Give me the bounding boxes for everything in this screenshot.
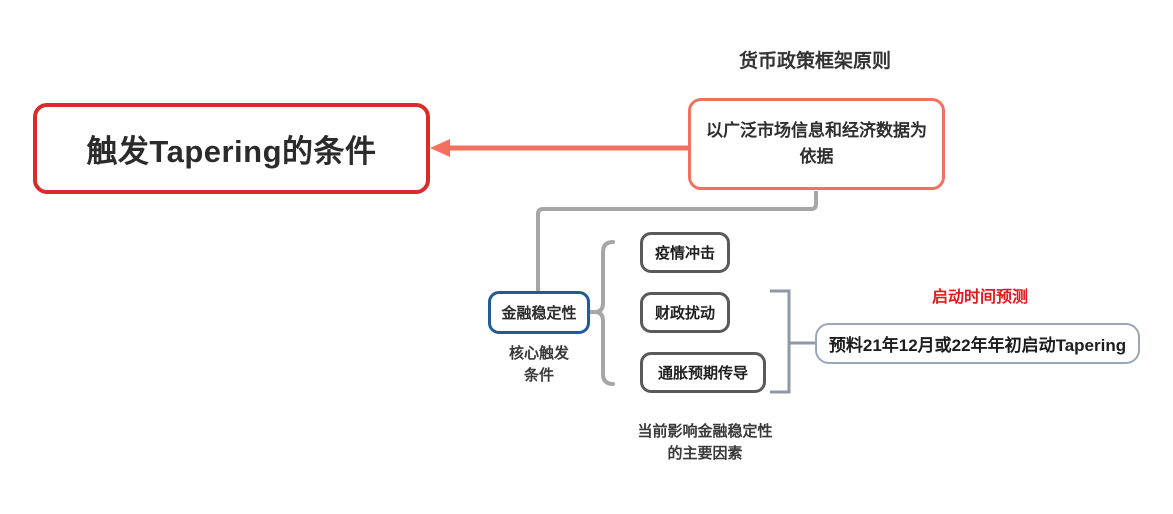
brace-stability-to-factors xyxy=(590,240,615,386)
caption-core-trigger-condition: 核心触发 条件 xyxy=(481,343,597,387)
node-factor-epidemic-shock[interactable]: 疫情冲击 xyxy=(640,232,730,273)
caption-core-trigger-line1: 核心触发 xyxy=(508,345,569,362)
caption-core-trigger-line2: 条件 xyxy=(523,366,554,384)
node-tapering-forecast[interactable]: 预料21年12月或22年年初启动Tapering xyxy=(815,323,1140,364)
caption-main-factors-line1: 当前影响金融稳定性 xyxy=(637,423,773,440)
node-financial-stability[interactable]: 金融稳定性 xyxy=(488,291,590,334)
node-framework-basis[interactable]: 以广泛市场信息和经济数据为依据 xyxy=(688,98,945,190)
connector-framework-to-title xyxy=(430,139,688,157)
caption-main-factors: 当前影响金融稳定性 的主要因素 xyxy=(575,421,835,465)
bracket-factors-to-prediction xyxy=(770,289,815,394)
node-factor-inflation-expectation[interactable]: 通胀预期传导 xyxy=(640,352,766,393)
node-factor-fiscal-disturbance[interactable]: 财政扰动 xyxy=(640,292,730,333)
node-trigger-conditions[interactable]: 触发Tapering的条件 xyxy=(33,103,430,194)
caption-launch-timing-forecast: 启动时间预测 xyxy=(931,289,1028,306)
caption-main-factors-line2: 的主要因素 xyxy=(667,444,743,462)
connector-framework-to-stability xyxy=(536,191,818,291)
caption-monetary-policy-framework: 货币政策框架原则 xyxy=(738,51,891,72)
